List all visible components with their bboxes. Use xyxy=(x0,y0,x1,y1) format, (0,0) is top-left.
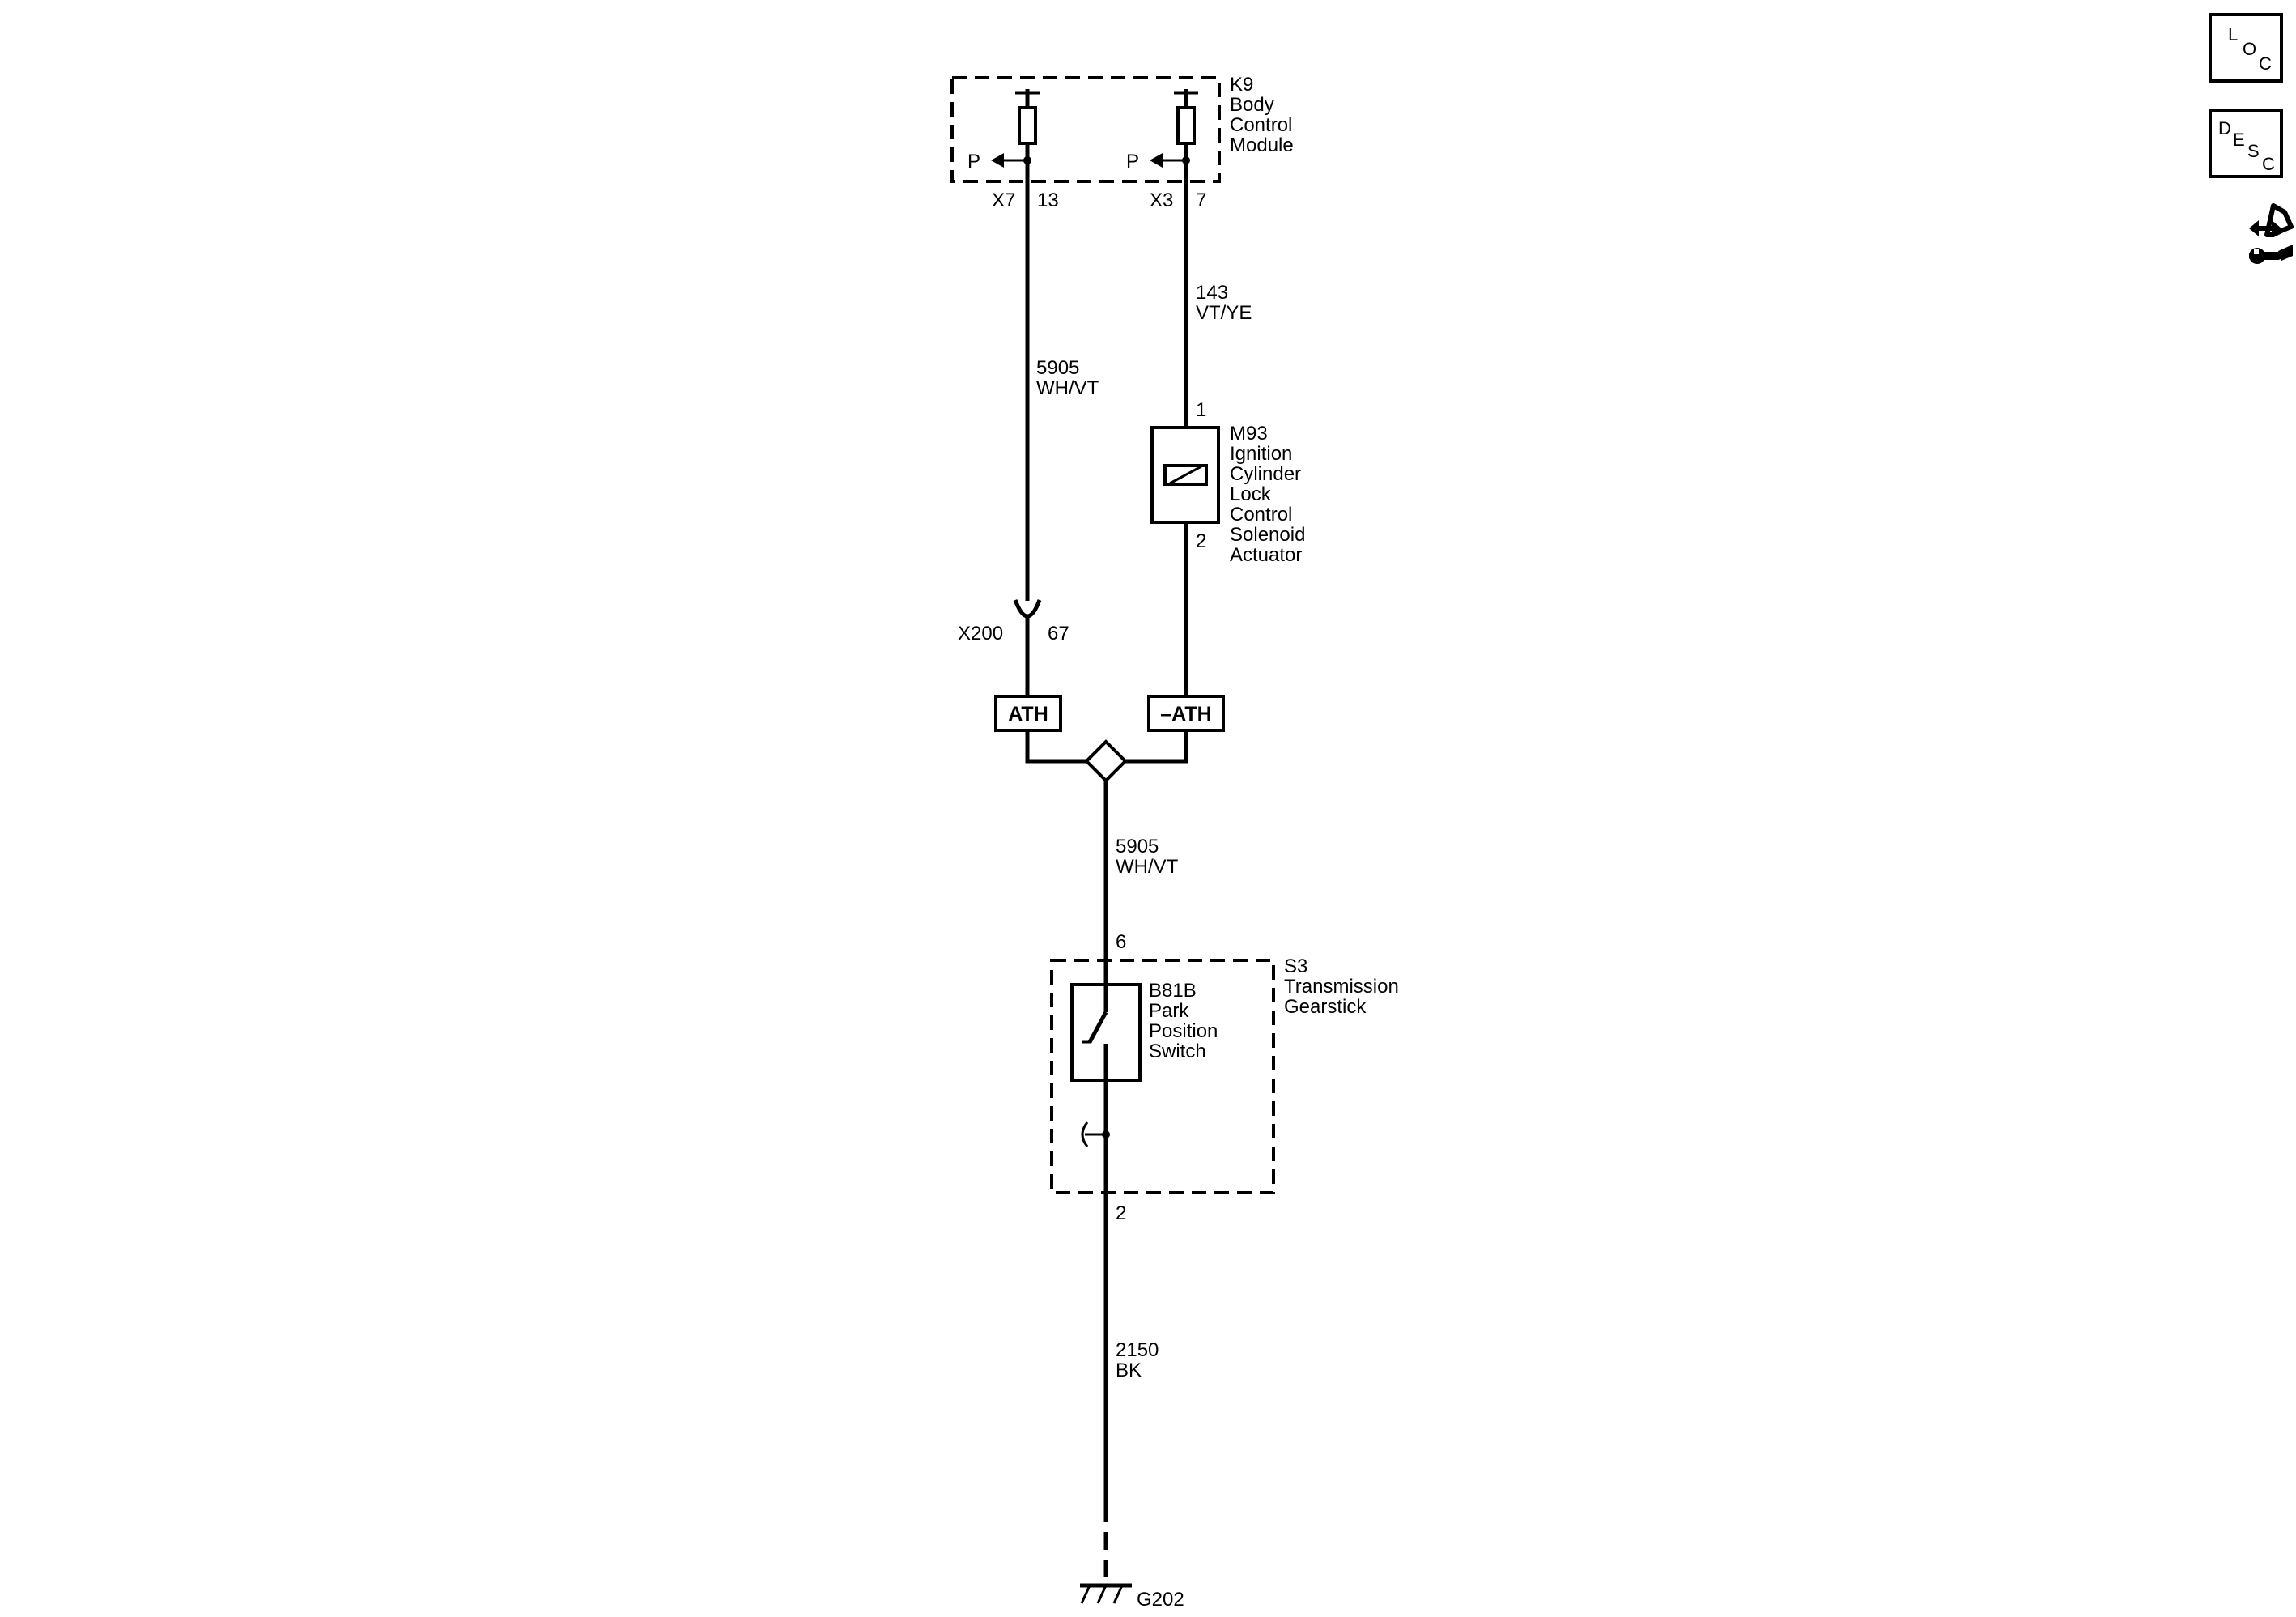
k9-body-control-module[interactable] xyxy=(950,76,1221,185)
m93-name-line: Solenoid xyxy=(1230,524,1305,546)
desc-letter: S xyxy=(2247,141,2260,161)
location-view-icon[interactable]: L O C xyxy=(2209,13,2283,83)
loc-letter: L xyxy=(2228,24,2239,45)
k9-id: K9 xyxy=(1230,74,1253,96)
m93-solenoid-actuator[interactable] xyxy=(1150,426,1220,524)
s3-pin-bottom: 2 xyxy=(1116,1202,1126,1224)
desc-letter: D xyxy=(2218,118,2231,138)
x200-inline-connector[interactable] xyxy=(1013,599,1042,700)
wire-2150-color: BK xyxy=(1116,1360,1142,1381)
k9-connector-right: X3 xyxy=(1150,189,1173,211)
b81b-name-line: Position xyxy=(1149,1020,1218,1042)
s3-id: S3 xyxy=(1284,955,1307,977)
k9-pin-left-mark: P xyxy=(967,151,980,172)
b81b-park-position-switch[interactable] xyxy=(1070,983,1142,1082)
wire-143-circuit: 143 xyxy=(1196,282,1228,304)
wire-2150-circuit: 2150 xyxy=(1116,1339,1159,1361)
k9-name-line: Control xyxy=(1230,114,1292,136)
option-splice-diamond xyxy=(1084,739,1128,783)
m93-name-line: Control xyxy=(1230,504,1292,526)
m93-pin-top: 1 xyxy=(1196,399,1206,421)
m93-pin-bottom: 2 xyxy=(1196,530,1206,552)
k9-connector-left: X7 xyxy=(992,189,1015,211)
k9-name-line: Module xyxy=(1230,134,1294,156)
b81b-id: B81B xyxy=(1149,980,1197,1002)
m93-name-line: Ignition xyxy=(1230,443,1292,465)
m93-id: M93 xyxy=(1230,423,1268,445)
s3-internal-splice xyxy=(1081,1080,1110,1197)
k9-name-line: Body xyxy=(1230,94,1274,116)
option-merge-wire xyxy=(1125,730,1188,764)
s3-pin-top: 6 xyxy=(1116,931,1126,953)
m93-name-line: Lock xyxy=(1230,483,1272,505)
wire-143-color: VT/YE xyxy=(1196,302,1252,324)
m93-name-line: Cylinder xyxy=(1230,463,1301,485)
ground-id: G202 xyxy=(1137,1589,1184,1611)
m93-name-line: Actuator xyxy=(1230,544,1302,566)
s3-name-line: Gearstick xyxy=(1284,996,1367,1018)
ground-icon[interactable] xyxy=(1080,1583,1132,1604)
k9-pin-right: 7 xyxy=(1196,189,1206,211)
loc-letter: O xyxy=(2243,39,2257,59)
x200-pin: 67 xyxy=(1048,623,1069,645)
wire-5905-upper-color: WH/VT xyxy=(1036,377,1099,399)
option-not-ath-label: –ATH xyxy=(1160,703,1211,726)
connector-tool-icon[interactable] xyxy=(2249,202,2294,280)
b81b-name-line: Switch xyxy=(1149,1040,1206,1062)
option-box-not-ath[interactable] xyxy=(1147,695,1225,732)
wire-5905-lower-color: WH/VT xyxy=(1116,856,1179,878)
description-view-icon[interactable]: D E S C xyxy=(2209,109,2283,178)
loc-letter: C xyxy=(2259,53,2272,74)
option-merge-wire xyxy=(1025,730,1086,764)
k9-pin-left: 13 xyxy=(1037,189,1059,211)
x200-connector-id: X200 xyxy=(958,623,1003,645)
wire-5905-upper-circuit: 5905 xyxy=(1036,357,1079,379)
option-ath-label: ATH xyxy=(1008,703,1048,726)
wire-5905-lower-circuit: 5905 xyxy=(1116,836,1159,857)
desc-letter: E xyxy=(2233,130,2245,150)
desc-letter: C xyxy=(2262,154,2275,174)
s3-name-line: Transmission xyxy=(1284,976,1399,998)
b81b-name-line: Park xyxy=(1149,1000,1189,1022)
k9-pin-right-mark: P xyxy=(1126,151,1139,172)
